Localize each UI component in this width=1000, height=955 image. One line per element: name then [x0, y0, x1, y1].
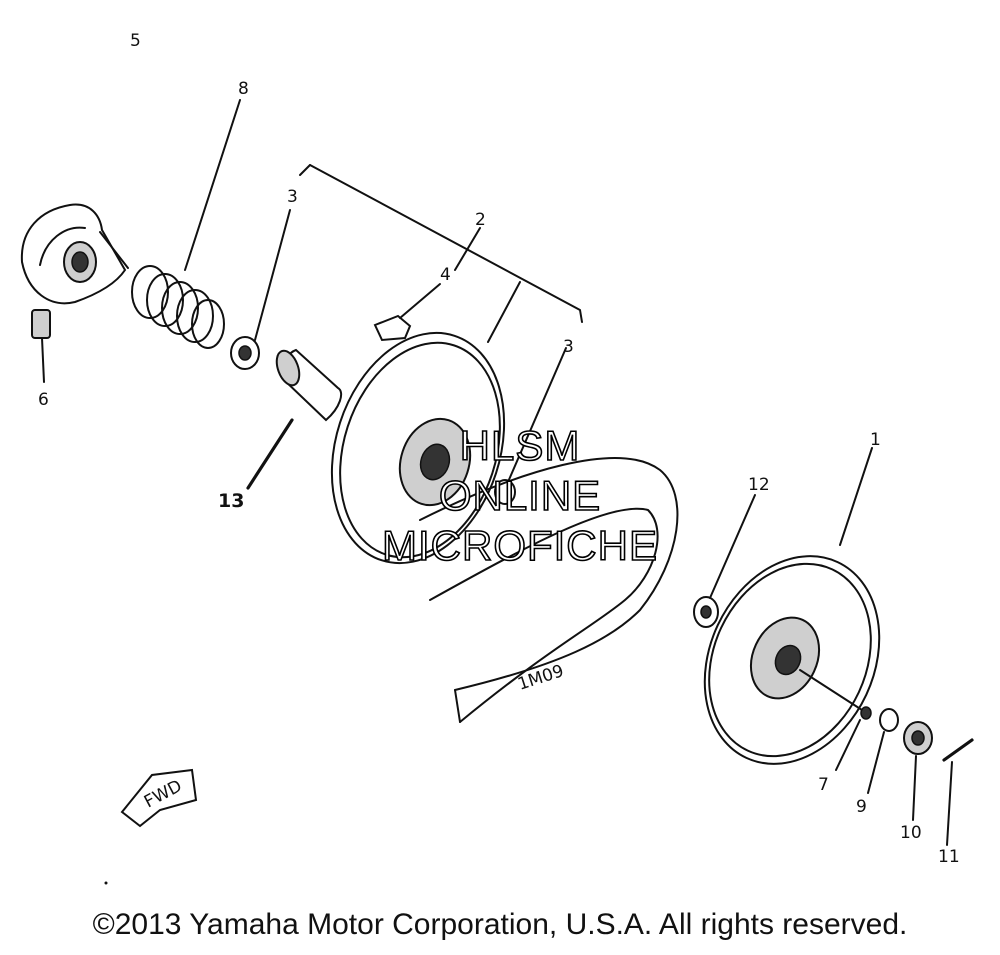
callout-4: 4 [440, 265, 451, 285]
part-13-collar [246, 348, 343, 490]
part-2-primary-sheave [330, 331, 506, 565]
callout-6: 6 [38, 390, 49, 410]
callout-3-upper: 3 [287, 187, 298, 207]
part-3-washer-lower [494, 347, 567, 505]
part-11-cotter-pin [942, 738, 974, 846]
copyright-notice: ©2013 Yamaha Motor Corporation, U.S.A. A… [92, 908, 908, 941]
part-3-washer-upper [230, 209, 291, 370]
callout-11: 11 [938, 847, 960, 867]
part-2-bracket [299, 164, 583, 343]
callout-8: 8 [238, 79, 249, 99]
watermark-line-3: MICROFICHE [382, 522, 658, 569]
part-8-spring [131, 99, 241, 349]
callout-1: 1 [870, 430, 881, 450]
watermark: HLSM ONLINE MICROFICHE [381, 421, 658, 570]
callout-9: 9 [856, 797, 867, 817]
callout-7: 7 [818, 775, 829, 795]
watermark-line-2: ONLINE [439, 472, 601, 519]
part-6-weight [31, 309, 51, 383]
watermark-line-1: HLSM [460, 422, 581, 469]
callout-10: 10 [900, 823, 922, 843]
callout-5: 5 [130, 31, 141, 51]
callout-12: 12 [748, 475, 770, 495]
callout-3-lower: 3 [563, 337, 574, 357]
part-9-washer [867, 708, 899, 794]
part-10-nut [903, 721, 933, 821]
fwd-direction-arrow: FWD [120, 768, 198, 828]
stray-dot [104, 881, 108, 885]
callout-13: 13 [218, 490, 244, 512]
part-12-washer [693, 494, 756, 628]
part-5-clutch-cover [20, 203, 129, 305]
callout-2: 2 [475, 210, 486, 230]
part-7-pin [835, 706, 872, 771]
part-4-small-part [373, 283, 441, 342]
part-1-secondary-sheave [703, 447, 881, 765]
